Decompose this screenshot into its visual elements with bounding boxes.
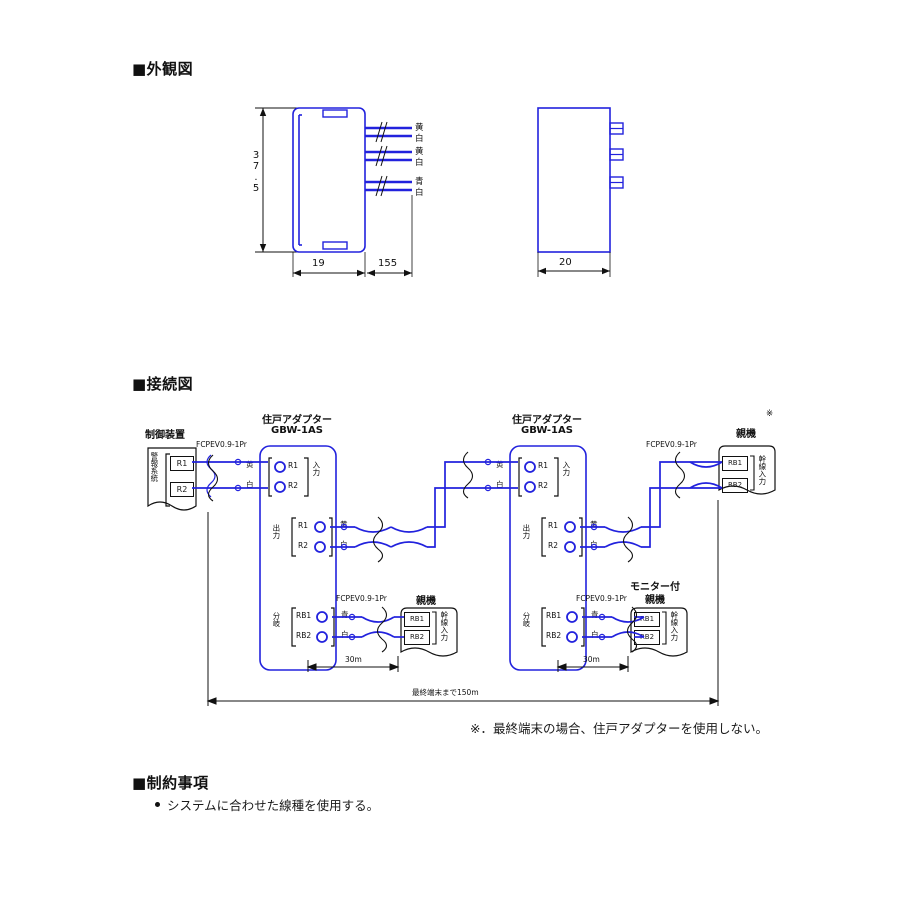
adapter-1-branch-bracket xyxy=(291,607,296,647)
adapter-2-input-label: 入力 xyxy=(561,461,571,476)
exterior-front-view-drawing xyxy=(255,107,413,277)
adapter-2-output-terminal-block xyxy=(564,517,583,557)
adapter-2-branch-terminal-rb2: RB2 xyxy=(546,631,562,640)
master-unit-1-terminal-rb1: RB1 xyxy=(404,612,430,627)
adapter-2-input-terminal-r1: R1 xyxy=(538,461,548,470)
adapter-2-branch-label: 分岐 xyxy=(521,612,531,627)
adapter-2-title: 住戸アダプター xyxy=(512,415,582,426)
constraint-item-0-text: システムに合わせた線種を使用する。 xyxy=(167,798,380,813)
exterior-height-dimension-label: 37.5 xyxy=(250,150,262,194)
master-unit-3-title: 親機 xyxy=(736,429,756,440)
branch-distance-label-2: 30m xyxy=(583,655,600,664)
adapter-1-output-terminal-r1: R1 xyxy=(298,521,308,530)
exterior-depth-dimension-label: 20 xyxy=(559,257,572,268)
adapter-1-input-terminal-block xyxy=(268,457,286,497)
master-unit-1-port-bracket xyxy=(432,611,437,645)
adapter-2-output-bracket xyxy=(541,517,546,557)
adapter-2-branch-wire-color-1: 青 xyxy=(591,610,599,619)
adapter-2-output-terminal-r1: R1 xyxy=(548,521,558,530)
adapter-1-input-bracket xyxy=(304,457,309,497)
adapter-1-input-wire-color-1: 黄 xyxy=(246,460,254,469)
master-unit-2-port-label: 幹線入力 xyxy=(669,611,679,641)
master-unit-1-port-label: 幹線入力 xyxy=(439,611,449,641)
adapter-1-title: 住戸アダプター xyxy=(262,415,332,426)
controller-terminal-bracket xyxy=(165,453,170,507)
exterior-body-width-dimension-label: 19 xyxy=(312,258,325,269)
controller-terminal-r2: R2 xyxy=(170,482,194,497)
master-unit-3-port-bracket xyxy=(750,455,755,491)
section-heading-wiring: ■接続図 xyxy=(132,375,194,393)
adapter-2-output-label: 出力 xyxy=(521,524,531,539)
exterior-lead-length-dimension-label: 155 xyxy=(378,258,398,269)
branch-distance-label-1: 30m xyxy=(345,655,362,664)
lead-pair-1-top-label: 黄 xyxy=(415,123,424,133)
master-unit-2-outline xyxy=(630,607,688,657)
adapter-1-branch-cable-label: FCPEV0.9-1Pr xyxy=(336,594,387,603)
adapter-2-branch-terminal-block xyxy=(566,607,585,647)
controller-terminal-r1: R1 xyxy=(170,456,194,471)
adapter-1-model: GBW-1AS xyxy=(271,425,323,436)
lead-pair-3-top-label: 青 xyxy=(415,177,424,187)
adapter-1-input-terminal-r1: R1 xyxy=(288,461,298,470)
adapter-2-branch-terminal-rb1: RB1 xyxy=(546,611,562,620)
section-heading-exterior: ■外観図 xyxy=(132,60,194,78)
adapter-1-output-label: 出力 xyxy=(271,524,281,539)
master-unit-3-terminal-rb2: RB2 xyxy=(722,478,748,493)
adapter-1-output-bracket xyxy=(291,517,296,557)
adapter-1-branch-terminal-rb2: RB2 xyxy=(296,631,312,640)
adapter-2-outline xyxy=(509,445,587,671)
lead-pair-1-bottom-label: 白 xyxy=(415,134,424,144)
adapter-2-branch-bracket xyxy=(541,607,546,647)
total-span-label: 最終端末まで150m xyxy=(412,688,479,697)
section-heading-constraints: ■制約事項 xyxy=(132,774,209,792)
master-unit-2-title-line2: 親機 xyxy=(645,595,665,606)
master-unit-3-port-label: 幹線入力 xyxy=(757,455,767,485)
lead-pair-2-top-label: 黄 xyxy=(415,147,424,157)
adapter-2-input-terminal-r2: R2 xyxy=(538,481,548,490)
adapter-1-branch-wire-color-2: 白 xyxy=(341,630,349,639)
cable-label-adapter2-to-end-master: FCPEV0.9-1Pr xyxy=(646,440,697,449)
cable-label-controller-to-adapter1: FCPEV0.9-1Pr xyxy=(196,440,247,449)
adapter-2-branch-cable-label: FCPEV0.9-1Pr xyxy=(576,594,627,603)
adapter-1-branch-terminal-block xyxy=(316,607,335,647)
adapter-1-branch-terminal-rb1: RB1 xyxy=(296,611,312,620)
constraint-item-0: システムに合わせた線種を使用する。 xyxy=(155,795,379,814)
master-unit-1-terminal-rb2: RB2 xyxy=(404,630,430,645)
exterior-front-dimension-row xyxy=(293,269,412,277)
adapter-2-input-terminal-block xyxy=(518,457,536,497)
adapter-1-output-terminal-block xyxy=(314,517,333,557)
master-unit-3-outline xyxy=(718,445,776,495)
wiring-footnote: ※．最終端末の場合、住戸アダプターを使用しない。 xyxy=(470,721,768,736)
adapter-2-output-terminal-r2: R2 xyxy=(548,541,558,550)
exterior-side-view-drawing xyxy=(537,107,624,277)
lead-pair-2-bottom-label: 白 xyxy=(415,158,424,168)
adapter-1-input-terminal-r2: R2 xyxy=(288,481,298,490)
adapter-2-branch-wire-color-2: 白 xyxy=(591,630,599,639)
master-unit-1-outline xyxy=(400,607,458,657)
adapter-1-input-label: 入力 xyxy=(311,461,321,476)
controller-outline xyxy=(147,447,197,511)
master-unit-3-terminal-rb1: RB1 xyxy=(722,456,748,471)
master-unit-2-port-bracket xyxy=(662,611,667,645)
adapter-1-branch-label: 分岐 xyxy=(271,612,281,627)
controller-system-label: 警報系統 xyxy=(149,452,159,482)
controller-title: 制御装置 xyxy=(145,430,185,441)
master-unit-2-title-line1: モニター付 xyxy=(630,582,680,593)
bullet-icon xyxy=(155,802,160,807)
master-unit-3-asterisk-marker: ※ xyxy=(766,409,774,419)
adapter-1-input-wire-color-2: 白 xyxy=(246,480,254,489)
adapter-1-outline xyxy=(259,445,337,671)
master-unit-1-title: 親機 xyxy=(416,596,436,607)
adapter-2-input-bracket xyxy=(554,457,559,497)
lead-pair-3-bottom-label: 白 xyxy=(415,188,424,198)
adapter-2-model: GBW-1AS xyxy=(521,425,573,436)
adapter-2-input-wire-color-2: 白 xyxy=(496,480,504,489)
adapter-1-output-terminal-r2: R2 xyxy=(298,541,308,550)
adapter-1-branch-wire-color-1: 青 xyxy=(341,610,349,619)
adapter-2-input-wire-color-1: 黄 xyxy=(496,460,504,469)
